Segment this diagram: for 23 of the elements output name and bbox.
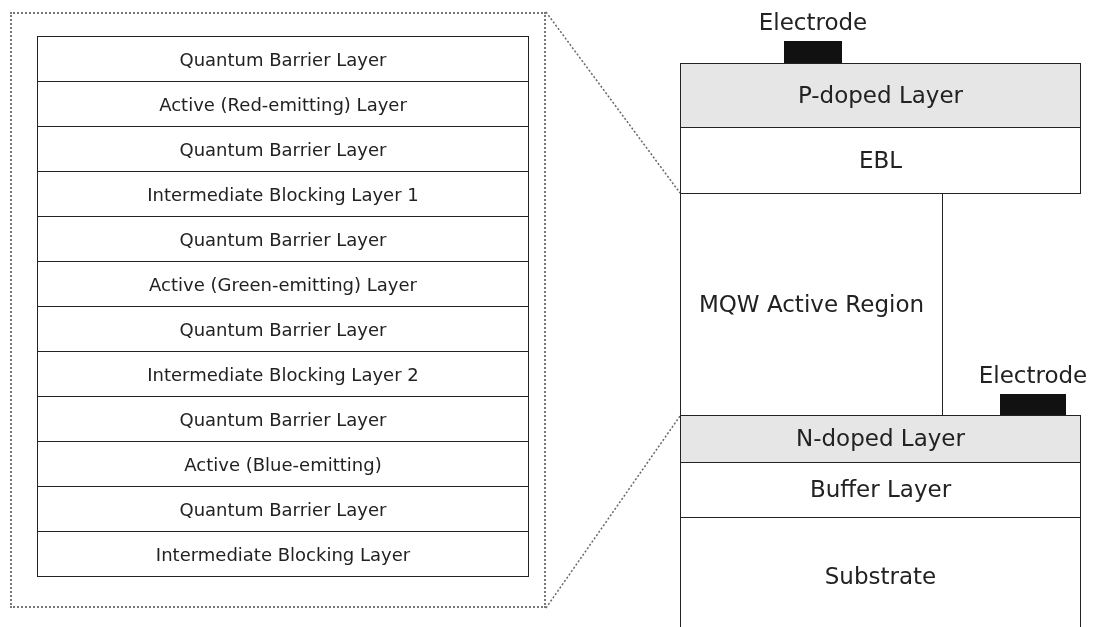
layer-row: Active (Red-emitting) Layer <box>37 81 529 127</box>
device-layer: Substrate <box>680 517 1081 627</box>
device-layer: Buffer Layer <box>680 462 1081 518</box>
zoom-frame <box>10 12 546 608</box>
layer-row: Quantum Barrier Layer <box>37 306 529 352</box>
layer-row: Quantum Barrier Layer <box>37 396 529 442</box>
layer-row: Intermediate Blocking Layer <box>37 531 529 577</box>
zoom-line <box>545 11 681 194</box>
layer-row: Quantum Barrier Layer <box>37 36 529 82</box>
layer-row: Quantum Barrier Layer <box>37 486 529 532</box>
device-layer: EBL <box>680 127 1081 194</box>
layer-row: Active (Green-emitting) Layer <box>37 261 529 307</box>
layer-row: Intermediate Blocking Layer 2 <box>37 351 529 397</box>
device-layer: P-doped Layer <box>680 63 1081 128</box>
layer-row: Quantum Barrier Layer <box>37 126 529 172</box>
device-layer: MQW Active Region <box>680 193 943 416</box>
layer-row: Intermediate Blocking Layer 1 <box>37 171 529 217</box>
layer-row: Active (Blue-emitting) <box>37 441 529 487</box>
zoom-line <box>545 415 681 609</box>
electrode-label: Electrode <box>978 362 1088 388</box>
layer-row: Quantum Barrier Layer <box>37 216 529 262</box>
electrode-label: Electrode <box>758 9 868 35</box>
device-layer: N-doped Layer <box>680 415 1081 463</box>
